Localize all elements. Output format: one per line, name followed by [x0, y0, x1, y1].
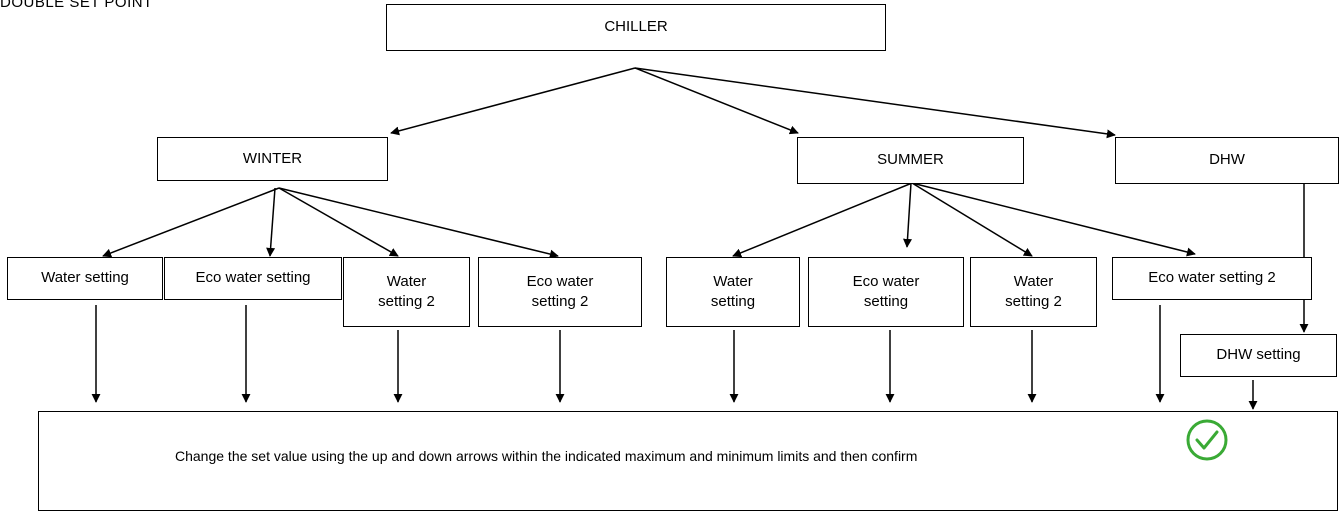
arrow-summer-water [732, 182, 913, 258]
dhw-setting-box: DHW setting [1180, 334, 1337, 377]
dhw-label: DHW [1209, 151, 1245, 169]
setting-line1: Eco water setting 2 [1148, 269, 1276, 287]
arrow-summer-eco [903, 182, 912, 248]
dhw-setting-label: DHW setting [1216, 346, 1301, 364]
setting-line1: Water [386, 272, 427, 290]
summer-water-setting-2: Water setting 2 [970, 257, 1097, 327]
arrow-chiller-dhw [634, 67, 1116, 139]
arrow-summer-water2 [911, 182, 1033, 257]
summer-box: SUMMER [797, 137, 1024, 184]
setting-line1: Eco water [526, 272, 594, 290]
arrow-summer-eco2 [911, 182, 1196, 257]
setting-line1: Water [1013, 272, 1054, 290]
winter-eco-water-setting-2: Eco water setting 2 [478, 257, 642, 327]
arrow-chiller-winter [390, 67, 636, 136]
setting-line2: setting [863, 293, 909, 310]
arrow-winter-eco2 [278, 187, 559, 259]
setting-line2: setting 2 [378, 293, 435, 310]
winter-label: WINTER [242, 149, 303, 167]
setting-line1: Eco water [852, 272, 920, 290]
summer-label: SUMMER [877, 151, 944, 169]
winter-water-setting: Water setting [7, 257, 163, 300]
setting-line2: setting 2 [1005, 293, 1062, 310]
summer-eco-water-setting: Eco water setting [808, 257, 964, 327]
setting-line1: Eco water setting [195, 269, 311, 287]
chiller-label: CHILLER [604, 18, 668, 36]
arrow-winter-water2 [278, 187, 399, 257]
check-circle-icon [1186, 419, 1228, 461]
setting-line2: setting [710, 293, 756, 310]
summer-water-setting: Water setting [666, 257, 800, 327]
winter-box: WINTER [157, 137, 388, 181]
instruction-text: Change the set value using the up and do… [175, 448, 918, 464]
setting-line1: Water setting [41, 269, 129, 287]
dhw-box: DHW [1115, 137, 1339, 184]
setting-line2: setting 2 [531, 293, 589, 310]
arrow-winter-eco [266, 187, 276, 257]
diagram-heading: DOUBLE SET POINT [0, 0, 153, 11]
instruction-box: Change the set value using the up and do… [38, 411, 1338, 511]
arrow-winter-water [102, 187, 280, 258]
setting-line1: Water [713, 272, 753, 290]
arrow-chiller-summer [634, 67, 799, 135]
chiller-box: CHILLER [386, 4, 886, 51]
summer-eco-water-setting-2: Eco water setting 2 [1112, 257, 1312, 300]
winter-eco-water-setting: Eco water setting [164, 257, 342, 300]
winter-water-setting-2: Water setting 2 [343, 257, 470, 327]
